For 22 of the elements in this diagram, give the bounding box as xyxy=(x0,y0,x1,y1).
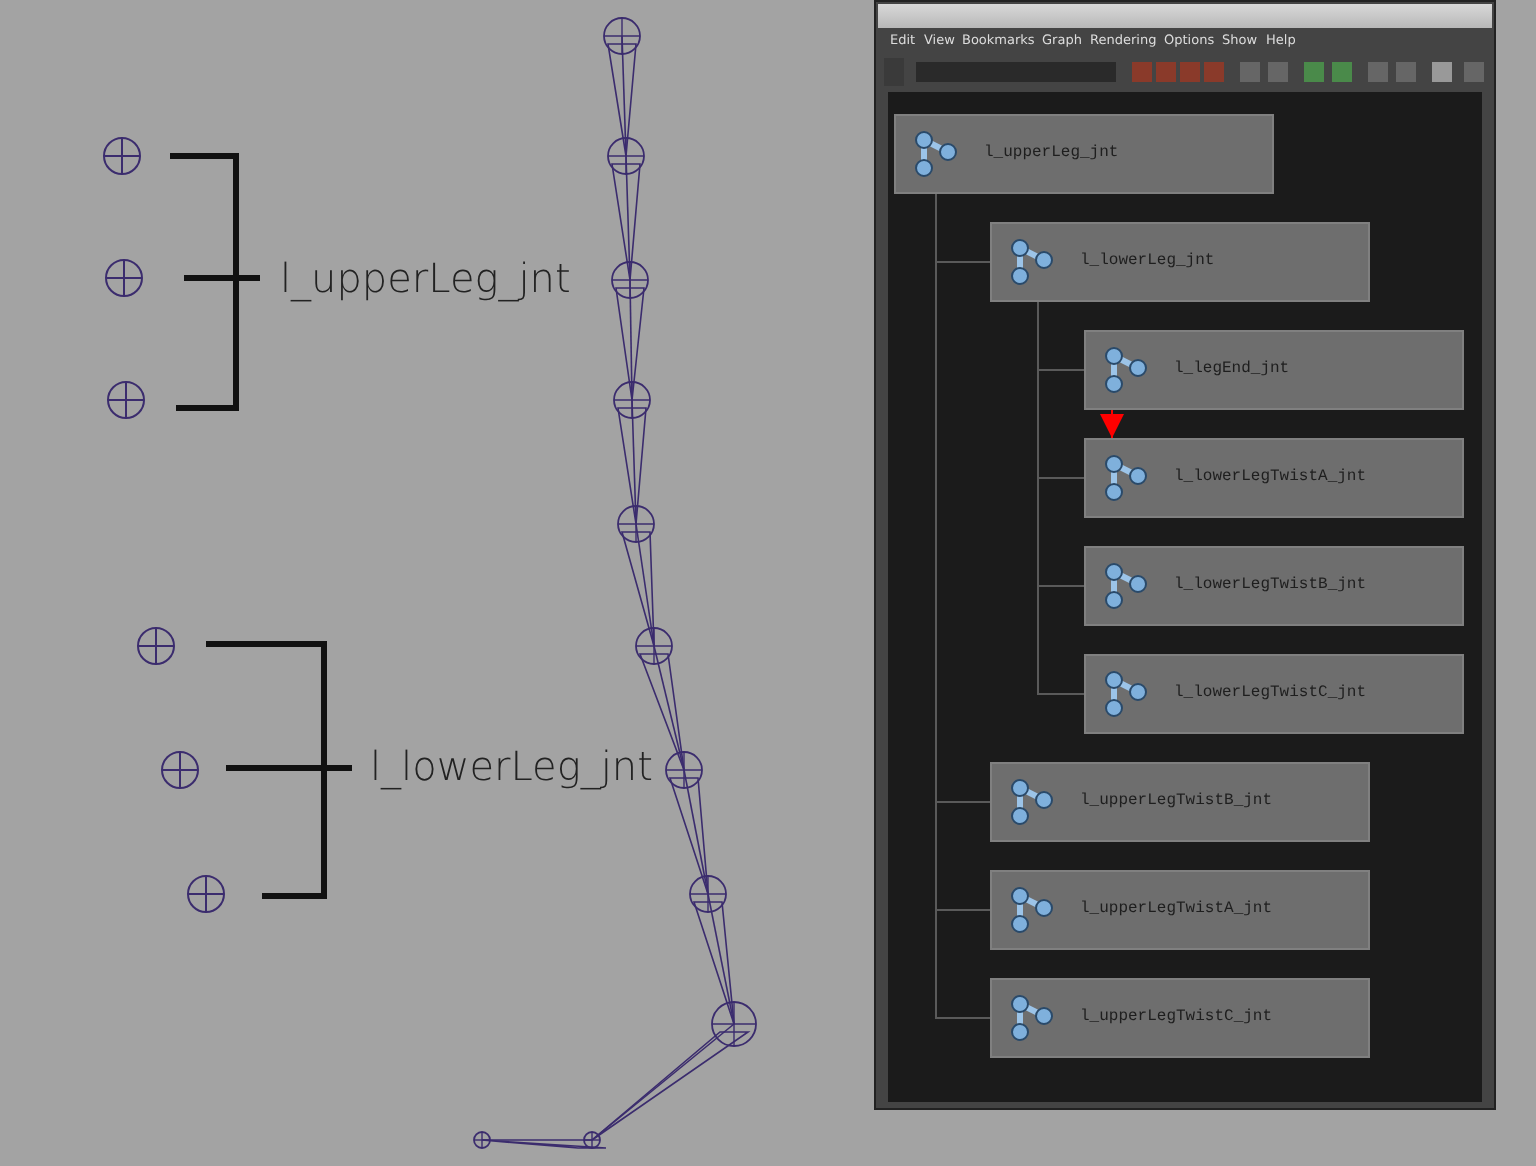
joint-name: l_legEnd_jnt xyxy=(1174,360,1290,378)
joint-label: l_lowerLeg_jnt xyxy=(370,742,653,790)
joint-name: l_lowerLeg_jnt xyxy=(1080,252,1215,270)
hierarchy-line xyxy=(1037,301,1085,695)
joint-name: l_upperLegTwistA_jnt xyxy=(1080,900,1273,918)
joint-node-box xyxy=(990,762,1370,842)
joint-name: l_lowerLegTwistB_jnt xyxy=(1174,576,1367,594)
joint-node-box xyxy=(1084,330,1464,410)
joint-label: l_upperLeg_jnt xyxy=(280,254,571,302)
joint-name: l_lowerLegTwistC_jnt xyxy=(1174,684,1367,702)
joint-name: l_upperLeg_jnt xyxy=(984,144,1119,162)
joint-node-box xyxy=(1084,654,1464,734)
joint-name: l_upperLegTwistC_jnt xyxy=(1080,1008,1273,1026)
joint-name: l_lowerLegTwistA_jnt xyxy=(1174,468,1367,486)
joint-node-box xyxy=(990,222,1370,302)
joint-node-box xyxy=(990,870,1370,950)
joint-node-box xyxy=(1084,546,1464,626)
joint-node-box xyxy=(1084,438,1464,518)
joint-name: l_upperLegTwistB_jnt xyxy=(1080,792,1273,810)
insert-marker-arrow xyxy=(1100,409,1124,439)
joint-node-box xyxy=(990,978,1370,1058)
joint-node-box xyxy=(894,114,1274,194)
